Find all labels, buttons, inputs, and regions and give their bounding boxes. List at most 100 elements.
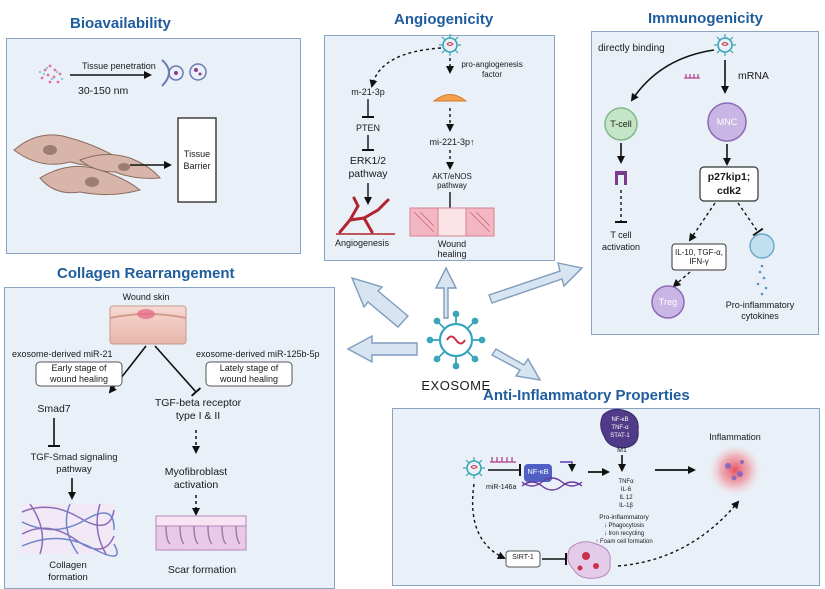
tgf-smad-label-1: TGF-Smad signaling (30, 452, 118, 463)
exosome-directional-arrows (346, 262, 584, 381)
p27-label-1: p27kip1; (707, 171, 751, 183)
early-stage-box (35, 361, 123, 387)
angiogenesis-label: Angiogenesis (334, 238, 390, 248)
myofibroblast-label-1: Myofibroblast (164, 466, 228, 478)
collagen-graphics (21, 305, 293, 557)
nfkb-label: NF-κB (527, 467, 549, 476)
pro-angiogenesis-label-1: pro-angiogenesis (461, 60, 523, 69)
exosome-label: EXOSOME (421, 378, 491, 393)
t-cell-icon (604, 107, 638, 141)
endothelial-cell-icon (432, 94, 468, 102)
angiogenicity-graphics (336, 33, 495, 237)
tissue-penetration-label: Tissue penetration (82, 61, 156, 71)
collagen-title: Collagen Rearrangement (57, 265, 235, 282)
blood-vessel-icon (338, 196, 390, 234)
pro-angiogenesis-label-2: factor (481, 70, 503, 79)
m1-macrophage-icon (600, 408, 639, 449)
bioavailability-graphics (13, 59, 217, 203)
pten-label: PTEN (355, 123, 381, 133)
pro-inflammatory-anti-label: Pro-inflammatory (599, 514, 649, 521)
mir21-3p-label: m-21-3p (351, 87, 385, 97)
akt-label-2: pathway (437, 181, 467, 190)
mir125-label: exosome-derived miR-125b-5p (196, 349, 320, 359)
mir21-label: exosome-derived miR-21 (12, 349, 113, 359)
tissue-barrier-label-2: Barrier (183, 161, 211, 171)
anti-inflammatory-graphics (462, 408, 761, 579)
tcell-activation-label-2: activation (601, 242, 641, 252)
cytokine-il12: IL 12 (619, 495, 633, 501)
exosome-center-icon (426, 310, 486, 370)
erk-label-2: pathway (348, 168, 388, 180)
wound-healing-label-2: healing (437, 249, 467, 259)
macrophage-icon (749, 233, 775, 259)
scar-formation-label: Scar formation (167, 564, 237, 576)
p27-box (699, 166, 759, 202)
treg-label: Treg (658, 297, 678, 307)
m1-label-3: STAT-1 (610, 433, 630, 439)
myofibroblast-label-2: activation (173, 479, 219, 491)
tcell-activation-label-1: T cell (610, 230, 632, 240)
nfkb-box (524, 464, 552, 482)
mnc-label: MNC (716, 117, 738, 127)
tissue-barrier-label-1: Tissue (183, 149, 211, 159)
sirt1-box (505, 550, 541, 568)
erk-label-1: ERK1/2 (349, 155, 387, 167)
wound-skin-icon (109, 305, 187, 345)
late-stage-box (205, 361, 293, 387)
mir221-label: mi-221-3p↑ (429, 137, 475, 147)
size-label: 30-150 nm (78, 85, 129, 97)
cytokine-tnf: TNFα (618, 479, 634, 485)
p27-label-2: cdk2 (717, 185, 741, 197)
tcell-label: T-cell (610, 119, 632, 129)
il10-label-2: IFN-γ (689, 257, 709, 266)
anti-inflammatory-title: Anti-Inflammatory Properties (483, 387, 690, 404)
mir146-label: miR-146a (486, 484, 517, 491)
dna-icon (521, 477, 583, 491)
akt-label-1: AKT/eNOS (432, 172, 472, 181)
late-stage-label-1: Lately stage of (219, 363, 279, 373)
m1-label-2: TNF-α (611, 425, 629, 431)
m1-label-1: NF-κB (611, 417, 629, 423)
smad7-label: Smad7 (37, 403, 71, 415)
mrna-icon (684, 74, 700, 79)
wound-healing-label-1: Wound (437, 239, 467, 249)
cytokines-box (671, 243, 727, 271)
bioavailability-title: Bioavailability (70, 15, 171, 32)
treg-cell-icon (651, 285, 685, 319)
foam-cell-icon (567, 541, 611, 579)
directly-binding-label: directly binding (598, 43, 665, 54)
collagen-formation-label-2: formation (48, 572, 88, 583)
sirt1-label: SIRT-1 (512, 554, 534, 561)
pro-inflammatory-label-1: Pro-inflammatory (725, 300, 795, 310)
mrna-label: mRNA (738, 70, 769, 82)
pro-inflammatory-label-2: cytokines (741, 311, 779, 321)
m1-label: M1 (617, 447, 627, 454)
cytokine-dots (756, 264, 768, 296)
tgf-smad-label-2: pathway (56, 464, 92, 475)
inflammation-label: Inflammation (709, 432, 761, 442)
receptor-icon (615, 171, 627, 185)
late-stage-label-2: wound healing (219, 374, 279, 384)
cytokine-il6: IL-6 (620, 487, 632, 493)
wound-skin-label: Wound skin (122, 292, 170, 302)
scar-tissue-icon (155, 515, 247, 551)
early-stage-label-2: wound healing (49, 374, 109, 384)
collagen-fibers-icon (21, 503, 118, 557)
cytokine-il1b: IL-1β (619, 503, 633, 509)
vesicle-uptake-icon (161, 59, 207, 87)
effect-iron-recycling: ↓ Iron recycling (603, 531, 645, 537)
tgf-receptor-label-2: type I & II (175, 410, 221, 422)
angiogenicity-title: Angiogenicity (394, 11, 494, 28)
tgf-receptor-label-1: TGF-beta receptor (154, 397, 242, 409)
early-stage-label-1: Early stage of (51, 363, 107, 373)
mnc-cell-icon (707, 102, 747, 142)
wound-tissue-icon (409, 207, 495, 237)
collagen-formation-label-1: Collagen (49, 560, 87, 571)
mir146-icon (490, 457, 516, 463)
effect-phagocytosis: ↓ Phagocytosis (603, 523, 645, 529)
immunogenicity-graphics (604, 33, 775, 319)
effect-foam-cell: ↑ Foam cell formation (595, 539, 653, 545)
il10-label-1: IL-10, TGF-α, (674, 248, 724, 257)
immunogenicity-title: Immunogenicity (648, 10, 764, 27)
